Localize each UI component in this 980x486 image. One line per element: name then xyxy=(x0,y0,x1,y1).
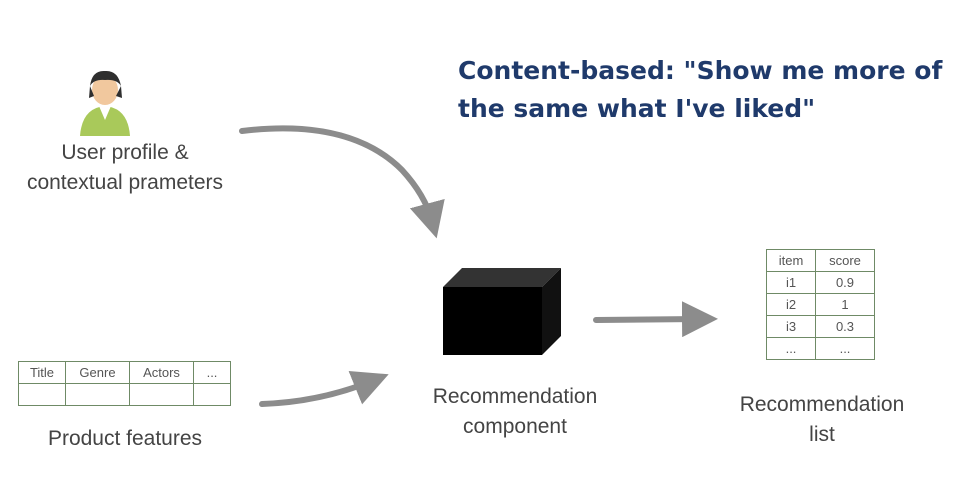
recommendation-component-line2: component xyxy=(463,415,567,438)
rec-item: ... xyxy=(766,337,816,360)
arrow-features-to-component xyxy=(259,371,389,407)
recommendation-list-label: Recommendation list xyxy=(722,390,922,450)
user-profile-label-line1: User profile & xyxy=(61,141,189,164)
rec-header-score: score xyxy=(815,249,875,272)
rec-item: i1 xyxy=(766,271,816,294)
rec-item: i2 xyxy=(766,293,816,316)
table-row: i1 0.9 xyxy=(766,271,875,294)
black-box-icon xyxy=(443,268,561,355)
rec-item: i3 xyxy=(766,315,816,338)
table-row: i3 0.3 xyxy=(766,315,875,338)
rec-score: 0.3 xyxy=(815,315,875,338)
rec-score: 1 xyxy=(815,293,875,316)
rec-score: 0.9 xyxy=(815,271,875,294)
rec-score: ... xyxy=(815,337,875,360)
product-features-table: Title Genre Actors ... xyxy=(18,361,231,406)
recommendation-list-line1: Recommendation xyxy=(739,393,905,416)
user-profile-label: User profile & contextual prameters xyxy=(0,138,250,198)
rec-header-item: item xyxy=(766,249,816,272)
product-header-title: Title xyxy=(18,361,66,384)
diagram-title: Content-based: "Show me more of the same… xyxy=(458,56,943,123)
product-features-label: Product features xyxy=(47,427,203,450)
user-profile-label-line2: contextual prameters xyxy=(26,171,224,194)
product-cell xyxy=(65,383,130,406)
recommendation-list-line2: list xyxy=(809,423,835,446)
user-avatar-icon xyxy=(80,70,130,136)
product-cell xyxy=(18,383,66,406)
recommendation-component-label: Recommendation component xyxy=(410,382,620,442)
recommendation-component-line1: Recommendation xyxy=(432,385,598,408)
recommendation-list-table: item score i1 0.9 i2 1 i3 0.3 ... ... xyxy=(766,249,875,360)
arrow-user-to-component xyxy=(239,125,445,239)
product-cell xyxy=(129,383,194,406)
table-row: i2 1 xyxy=(766,293,875,316)
product-header-actors: Actors xyxy=(129,361,194,384)
product-cell xyxy=(193,383,231,406)
table-row: ... ... xyxy=(766,337,875,360)
product-header-more: ... xyxy=(193,361,231,384)
product-header-genre: Genre xyxy=(65,361,130,384)
arrow-component-to-list xyxy=(593,301,718,338)
